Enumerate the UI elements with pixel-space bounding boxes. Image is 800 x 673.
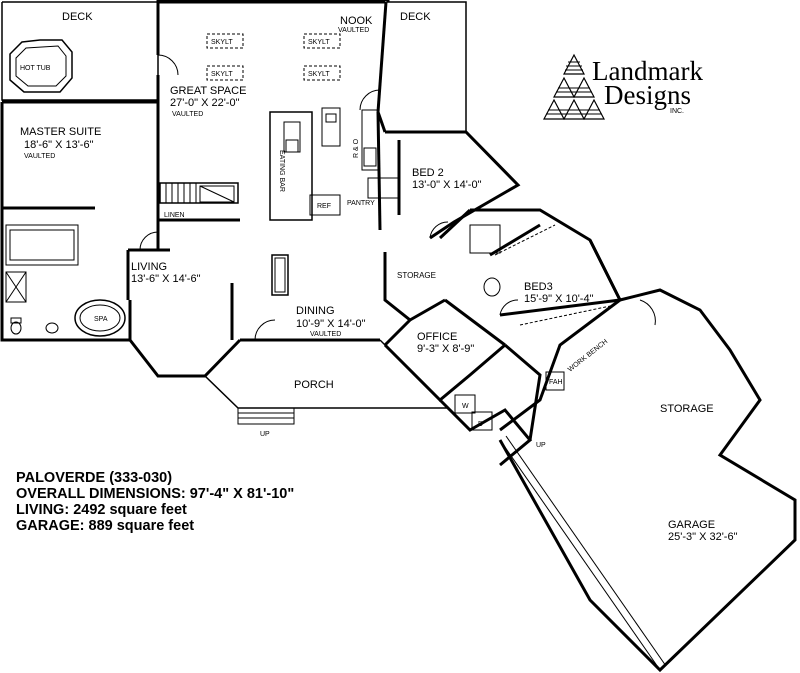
great-space-size: 27'-0" X 22'-0": [170, 97, 240, 109]
plan-summary: PALOVERDE (333-030) OVERALL DIMENSIONS: …: [16, 470, 294, 534]
garage-up-label: UP: [536, 442, 546, 449]
work-bench-label: WORK BENCH: [567, 338, 609, 373]
eating-bar-label: EATING BAR: [278, 150, 285, 192]
plan-name: PALOVERDE (333-030): [16, 470, 173, 486]
hot-tub-label: HOT TUB: [20, 65, 51, 72]
hot-tub-shape: [9, 39, 73, 93]
storage-small-label: STORAGE: [397, 271, 436, 280]
garage-storage-label: STORAGE: [660, 403, 714, 415]
overall-dimensions: OVERALL DIMENSIONS: 97'-4" X 81'-10": [16, 486, 295, 502]
brand-line-1: Landmark: [592, 56, 703, 86]
garage-size: 25'-3" X 32'-6": [668, 531, 738, 543]
office-size: 9'-3" X 8'-9": [417, 343, 474, 355]
porch-up-label: UP: [260, 431, 270, 438]
fah-label: FAH: [549, 379, 563, 386]
landmark-logo-icon: [543, 53, 605, 120]
bed2-size: 13'-0" X 14'-0": [412, 179, 482, 191]
hearth-tiles: [165, 183, 197, 203]
deck-left-label: DECK: [62, 11, 93, 23]
porch-label: PORCH: [294, 379, 334, 391]
dining-size: 10'-9" X 14'-0": [296, 318, 366, 330]
bed3-label: BED3: [524, 281, 553, 293]
master-suite-note: VAULTED: [24, 153, 55, 160]
living-area: LIVING: 2492 square feet: [16, 502, 187, 518]
great-space-label: GREAT SPACE: [170, 85, 246, 97]
bed2-label: BED 2: [412, 167, 444, 179]
dining-label: DINING: [296, 305, 335, 317]
bed3-size: 15'-9" X 10'-4": [524, 293, 594, 305]
skylight-label-2: SKYLT: [308, 39, 330, 46]
fixtures: [5, 33, 656, 431]
ref-label: REF: [317, 203, 331, 210]
garage-area: GARAGE: 889 square feet: [16, 518, 195, 534]
living-label: LIVING: [131, 261, 167, 273]
brand-line-2: Designs: [604, 80, 691, 110]
master-suite-size: 18'-6" X 13'-6": [24, 139, 94, 151]
washer-label: W: [462, 403, 469, 410]
linen-label: LINEN: [164, 212, 185, 219]
dryer-label: D: [478, 421, 483, 428]
nook-note: VAULTED: [338, 27, 369, 34]
deck-right-label: DECK: [400, 11, 431, 23]
dining-note: VAULTED: [310, 331, 341, 338]
brand-suffix: INC.: [670, 108, 684, 115]
skylight-label-1: SKYLT: [211, 39, 233, 46]
brand-logo: Landmark Designs INC.: [542, 50, 712, 120]
pantry-label: PANTRY: [347, 200, 375, 207]
nook-label: NOOK: [340, 15, 373, 27]
living-size: 13'-6" X 14'-6": [131, 273, 201, 285]
range-oven-label: R & O: [353, 138, 360, 158]
master-suite-label: MASTER SUITE: [20, 126, 101, 138]
office-label: OFFICE: [417, 331, 457, 343]
skylight-label-4: SKYLT: [308, 71, 330, 78]
garage-label: GARAGE: [668, 519, 715, 531]
great-space-note: VAULTED: [172, 111, 203, 118]
skylight-label-3: SKYLT: [211, 71, 233, 78]
spa-label: SPA: [94, 316, 108, 323]
